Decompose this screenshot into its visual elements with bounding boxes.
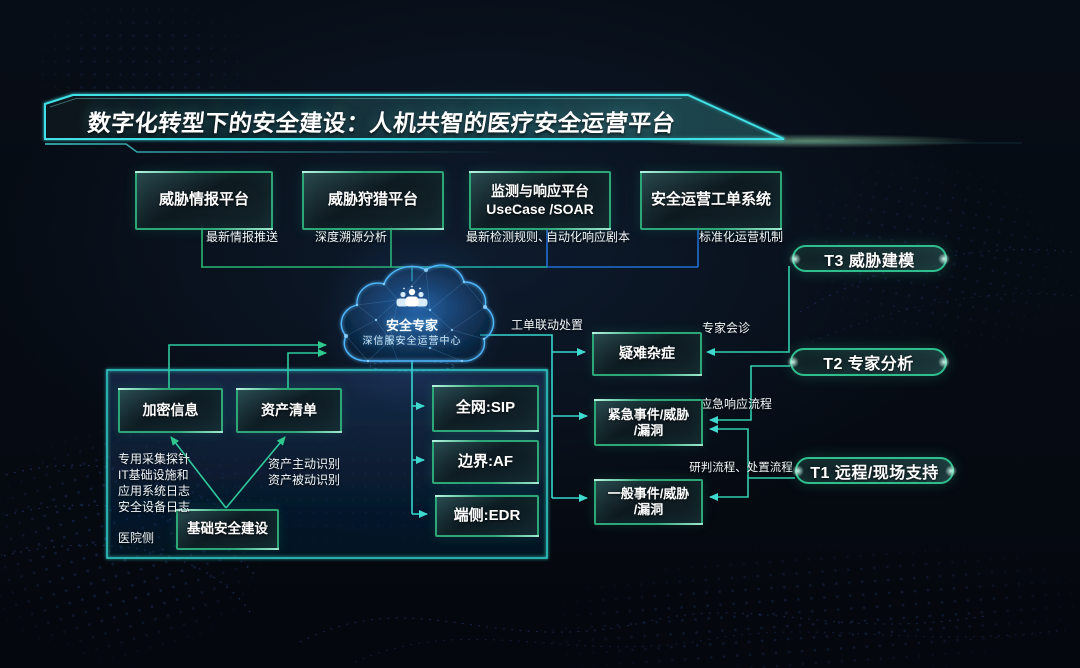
basic-security-links [170,436,286,509]
platform-box-label: 安全运营工单系统 [650,191,771,209]
encrypted-info-label: 加密信息 [142,401,199,418]
cloud-graphic [340,264,495,372]
tier-pill-label: T3 威胁建模 [824,252,915,270]
page-title: 数字化转型下的安全建设：人机共智的医疗安全运营平台 [86,110,677,136]
label-expert-consult: 专家会诊 [701,321,751,335]
asset-list-box: 资产清单 [236,388,342,433]
product-box-edr: 端侧:EDR [435,495,539,537]
incident-box-emergency: 紧急事件/威胁 /漏洞 [594,399,703,446]
platform-box-threat-intel: 威胁情报平台 [135,171,273,230]
product-box-af: 边界:AF [432,440,539,484]
platform-box-label: 威胁情报平台 [158,191,249,209]
hospital-side-label: 医院侧 [118,531,155,545]
incident-box-general: 一般事件/威胁 /漏洞 [594,479,703,525]
cloud-subtitle: 深信服安全运营中心 [362,336,462,347]
incident-box-difficult-cases: 疑难杂症 [592,332,702,376]
basic-security-label: 基础安全建设 [187,521,268,537]
encrypted-info-box: 加密信息 [118,388,223,433]
label-triage-flow: 研判流程、处置流程 [689,462,793,474]
annotation-intel-push: 最新情报推送 [205,230,279,244]
hospital-to-cloud-links [168,341,327,388]
platform-box-ticket-system: 安全运营工单系统 [640,171,782,230]
collection-notes: 专用采集探针 IT基础设施和 应用系统日志 安全设备日志 [118,452,191,514]
tier-pill-t2: T2 专家分析 [790,348,947,376]
product-label: 端侧:EDR [453,506,521,524]
annotation-auto-playbook: 自动化响应剧本 [545,230,631,244]
incident-box-label: 一般事件/威胁 [607,486,690,502]
basic-security-box: 基础安全建设 [176,509,279,550]
annotation-detect-rules: 最新检测规则、 [465,230,551,244]
label-work-order: 工单联动处置 [510,318,584,332]
product-label: 全网:SIP [455,399,516,417]
label-emergency-flow: 应急响应流程 [699,397,773,411]
tier-links [706,266,795,501]
annotation-trace-analysis: 深度溯源分析 [314,230,388,244]
platform-box-monitor-response: 监测与响应平台 UseCase /SOAR [469,171,611,230]
cloud-to-products-links [411,360,428,518]
cloud-title: 安全专家 [385,318,439,333]
platform-box-label: 威胁狩猎平台 [327,191,418,209]
tier-pill-t3: T3 威胁建模 [792,245,947,272]
team-icon [396,285,428,307]
asset-notes: 资产主动识别 资产被动识别 [268,457,341,487]
platform-box-threat-hunting: 威胁狩猎平台 [302,171,444,230]
incident-box-label: 疑难杂症 [619,345,675,362]
tier-pill-t1: T1 远程/现场支持 [795,457,954,484]
cloud-to-incidents-links [480,334,588,502]
tier-pill-label: T1 远程/现场支持 [810,464,939,482]
incident-box-label: 紧急事件/威胁 [607,406,690,422]
title-banner [44,94,1022,153]
product-box-sip: 全网:SIP [432,385,539,432]
product-label: 边界:AF [458,452,513,470]
asset-list-label: 资产清单 [261,401,317,418]
annotation-standard-ops: 标准化运营机制 [698,230,784,244]
cloud-base [369,360,455,372]
platform-box-label: 监测与响应平台 [491,183,589,200]
tier-pill-label: T2 专家分析 [823,356,914,373]
